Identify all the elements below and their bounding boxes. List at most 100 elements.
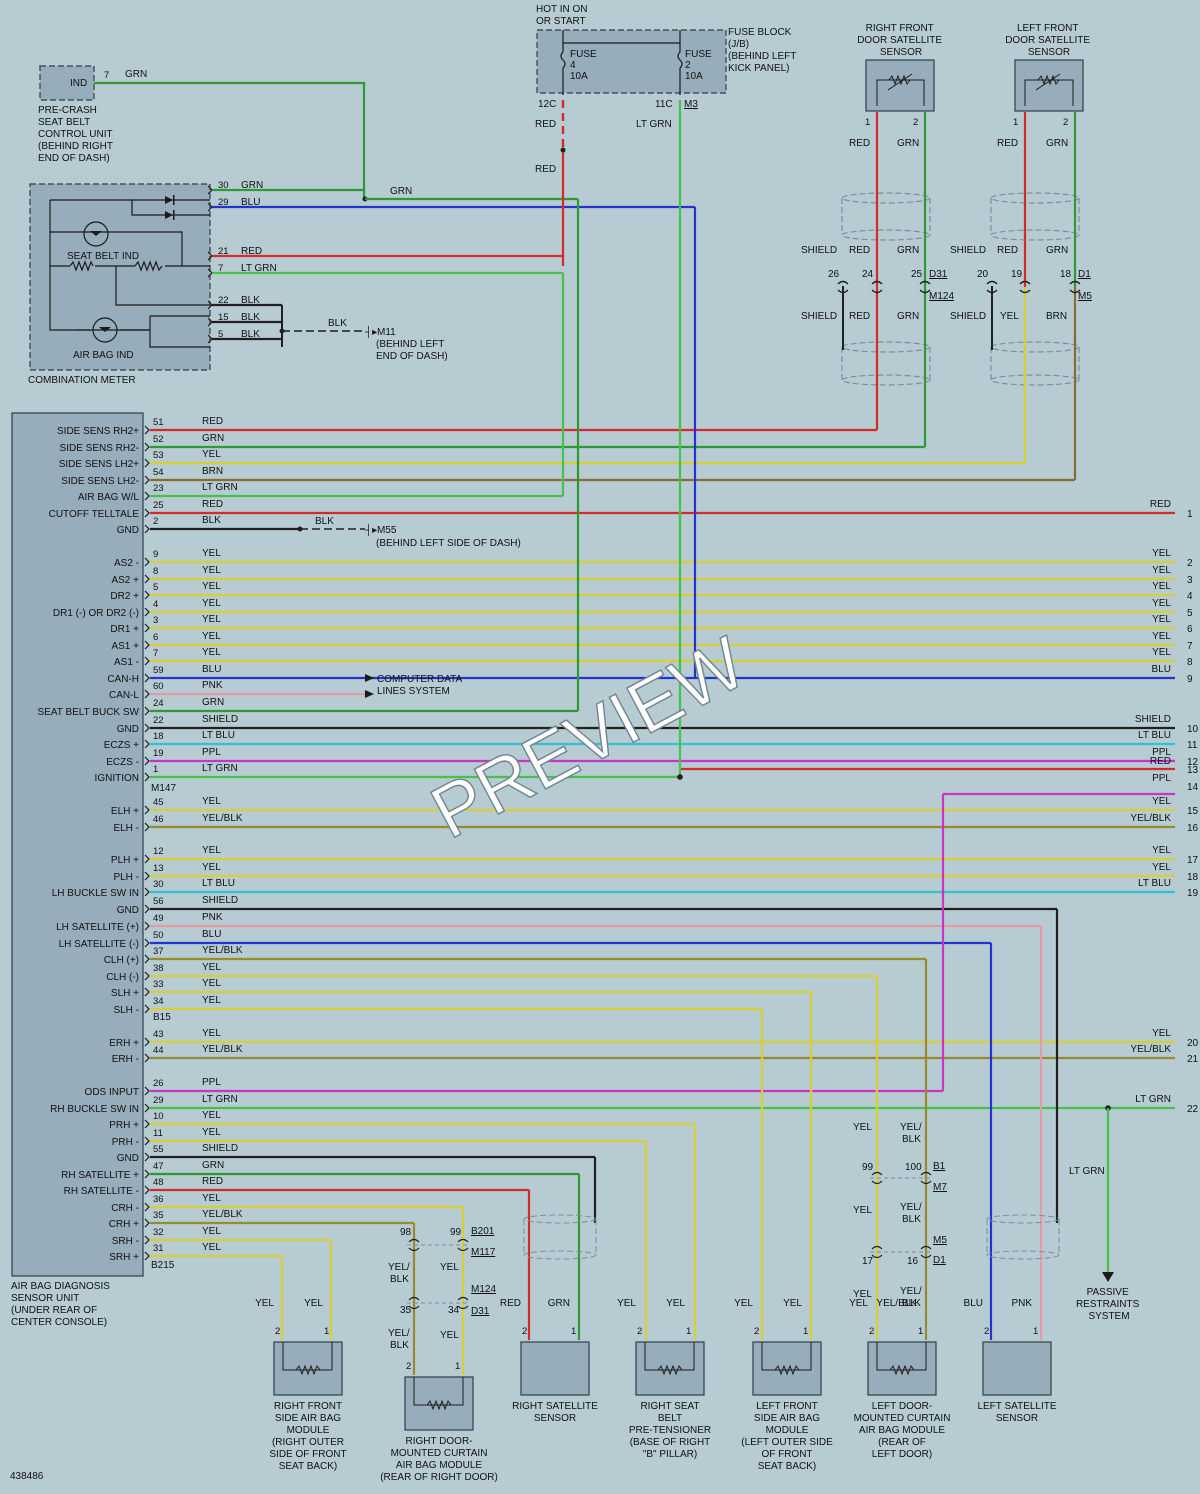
unit-pin-label: RH BUCKLE SW IN <box>50 1104 139 1115</box>
inline-connector-mark <box>871 1245 883 1259</box>
unit-wire-color: YEL <box>202 1193 221 1204</box>
right-wire-number: 4 <box>1187 591 1193 602</box>
unit-pin-marker <box>144 475 150 485</box>
unit-pin-marker <box>144 656 150 666</box>
meter-wire-color: BLK <box>241 312 260 323</box>
right-wire-number: 16 <box>1187 823 1199 834</box>
rf-side-airbag-resistor <box>282 1342 333 1371</box>
connector-b215: B215 <box>151 1260 175 1271</box>
unit-wire-color: YEL <box>202 548 221 559</box>
unit-pin-number: 13 <box>153 863 164 874</box>
unit-wire-color: YEL <box>202 995 221 1006</box>
unit-pin-label: CLH (-) <box>106 972 139 983</box>
unit-pin-label: AS2 + <box>111 575 139 586</box>
unit-pin-number: 30 <box>153 879 164 890</box>
fuse-bus <box>562 30 681 44</box>
right-wire-number: 15 <box>1187 806 1199 817</box>
unit-pin-label: GND <box>117 724 139 735</box>
r-pretensioner-resistor-icon <box>657 1364 683 1376</box>
conn-b201: B201 <box>471 1226 495 1237</box>
module-pin-1: 1 <box>455 1361 460 1372</box>
unit-pin-marker <box>144 1185 150 1195</box>
lf-c20: 20 <box>977 269 989 280</box>
unit-wire-color: BLU <box>202 929 221 940</box>
right-wire-color: RED <box>1150 756 1171 767</box>
unit-pin-label: RH SATELLITE + <box>61 1170 139 1181</box>
rf-w2c: GRN <box>897 311 919 322</box>
l-satellite-box <box>982 1341 1052 1396</box>
meter-label: COMBINATION METER <box>28 375 136 386</box>
conn-d1: D1 <box>933 1255 946 1266</box>
right-wire-number: 10 <box>1187 724 1199 735</box>
meter-pin-number: 5 <box>218 329 223 340</box>
unit-pin-number: 8 <box>153 566 158 577</box>
r-pretensioner-box <box>635 1341 705 1396</box>
unit-wire-color: YEL <box>202 1028 221 1039</box>
unit-pin-label: ERH - <box>112 1054 139 1065</box>
unit-wire-color: YEL <box>202 796 221 807</box>
right-wire-number: 3 <box>1187 575 1193 586</box>
unit-pin-marker <box>144 458 150 468</box>
unit-pin-marker <box>144 1136 150 1146</box>
unit-wire-color: RED <box>202 1176 223 1187</box>
module-pin-2: 2 <box>754 1326 759 1337</box>
unit-pin-number: 52 <box>153 434 164 445</box>
unit-pin-marker <box>144 673 150 683</box>
connector-dash <box>870 1177 933 1253</box>
right-wire-number: 17 <box>1187 855 1199 866</box>
unit-pin-label: AIR BAG W/L <box>78 492 140 503</box>
unit-pin-number: 7 <box>153 648 158 659</box>
unit-pin-number: 49 <box>153 913 164 924</box>
unit-pin-number: 56 <box>153 896 164 907</box>
unit-pin-marker <box>144 904 150 914</box>
conn-17: 17 <box>862 1256 874 1267</box>
module-wire-2: RED <box>500 1298 521 1309</box>
unit-pin-label: CAN-L <box>109 690 139 701</box>
ldc-yelblk-2: YEL/BLK <box>900 1202 922 1225</box>
unit-pin-number: 43 <box>153 1029 164 1040</box>
ld-curtain-box <box>867 1341 937 1396</box>
right-wire-number: 13 <box>1187 765 1199 776</box>
unit-wire-color: LT GRN <box>202 1094 238 1105</box>
right-wire-number: 2 <box>1187 558 1193 569</box>
unit-pin-number: 48 <box>153 1177 164 1188</box>
pre-crash-seat-belt-control-unit <box>39 65 95 101</box>
unit-pin-label: CAN-H <box>107 674 139 685</box>
unit-wire-color: YEL <box>202 598 221 609</box>
rf-shield-label-2: SHIELD <box>801 311 837 322</box>
unit-pin-number: 11 <box>153 1128 163 1139</box>
unit-wire-color: YEL/BLK <box>202 813 243 824</box>
right-wire-color: YEL <box>1152 647 1171 658</box>
unit-pin-number: 10 <box>153 1111 164 1122</box>
unit-pin-label: SLH - <box>113 1005 139 1016</box>
unit-pin-marker <box>144 425 150 435</box>
unit-pin-number: 45 <box>153 797 164 808</box>
unit-pin-label: AS1 + <box>111 641 139 652</box>
unit-pin-marker <box>144 491 150 501</box>
unit-pin-number: 34 <box>153 996 164 1007</box>
unit-pin-number: 29 <box>153 1095 164 1106</box>
rf-w1b: RED <box>849 245 870 256</box>
unit-pin-number: 59 <box>153 665 164 676</box>
unit-pin-marker <box>144 887 150 897</box>
unit-pin-number: 25 <box>153 500 164 511</box>
unit-pin-number: 33 <box>153 979 164 990</box>
air-bag-diagnosis-sensor-unit <box>11 412 144 1277</box>
unit-pin-number: 37 <box>153 946 164 957</box>
rdc-yel-1: YEL <box>440 1262 459 1273</box>
module-wire-1: YEL <box>304 1298 323 1309</box>
rdc-yel-2: YEL <box>440 1330 459 1341</box>
unit-pin-label: CRH - <box>111 1203 139 1214</box>
conn-99: 99 <box>862 1162 874 1173</box>
unit-wire-color: PPL <box>202 747 221 758</box>
unit-pin-number: 31 <box>153 1243 164 1254</box>
module-wire-2: YEL <box>617 1298 636 1309</box>
right-wire-color: YEL <box>1152 796 1171 807</box>
right-wire-color: RED <box>1150 499 1171 510</box>
unit-pin-label: DR1 (-) OR DR2 (-) <box>53 608 139 619</box>
precrash-label: PRE-CRASH SEAT BELT CONTROL UNIT (BEHIND… <box>38 105 116 164</box>
right-wire-color: YEL <box>1152 581 1171 592</box>
unit-pin-label: CUTOFF TELLTALE <box>49 509 140 520</box>
